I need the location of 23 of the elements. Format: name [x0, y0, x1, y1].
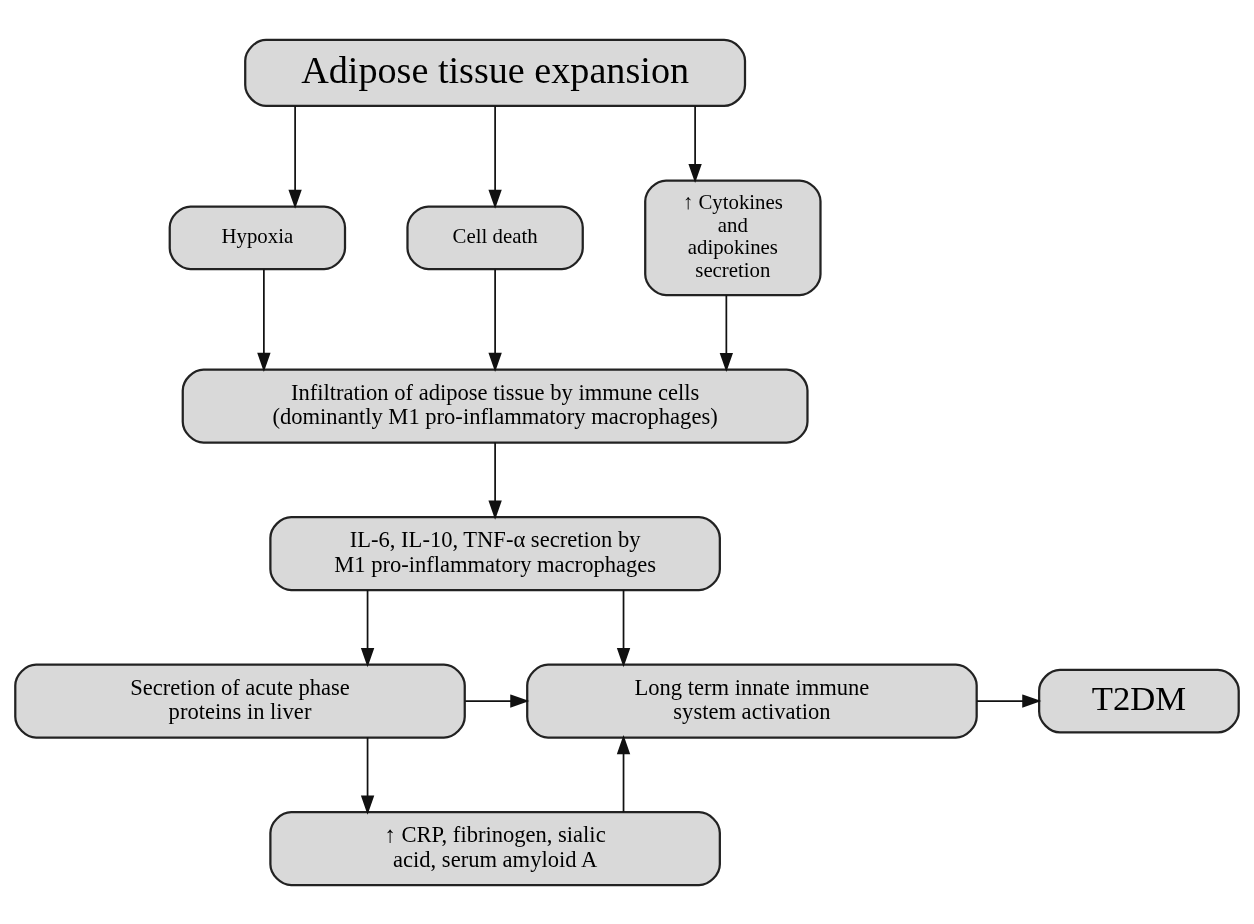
arrow	[360, 736, 375, 815]
arrow	[616, 588, 631, 667]
arrow	[488, 268, 502, 372]
arrow	[488, 441, 502, 520]
node-box: Infiltration of adipose tissue by immune cells (dominantly M1 pro-inflammatory macrophages)	[181, 368, 809, 444]
node-box: T2DM	[1038, 668, 1240, 733]
node-box: Adipose tissue expansion	[244, 38, 747, 107]
arrow	[688, 104, 702, 183]
node-box: Secretion of acute phase proteins in liver	[14, 663, 466, 739]
arrow	[976, 693, 1042, 708]
arrow	[464, 693, 530, 708]
node-box: Hypoxia	[168, 204, 347, 270]
node-box: Long term innate immune system activation	[526, 663, 978, 739]
node-box: ↑ Cytokines and adipokines secretion	[644, 178, 822, 296]
node-box: IL-6, IL-10, TNF-α secretion by M1 pro-inflammatory macrophages	[269, 515, 721, 591]
node-box: Cell death	[406, 204, 584, 270]
arrow	[616, 734, 631, 813]
arrow	[360, 588, 375, 667]
node-box: ↑ CRP, fibrinogen, sialic acid, serum amyloid A	[269, 810, 721, 886]
arrow	[488, 104, 502, 209]
arrow	[719, 293, 734, 372]
arrow	[288, 104, 302, 209]
arrow	[257, 268, 271, 372]
